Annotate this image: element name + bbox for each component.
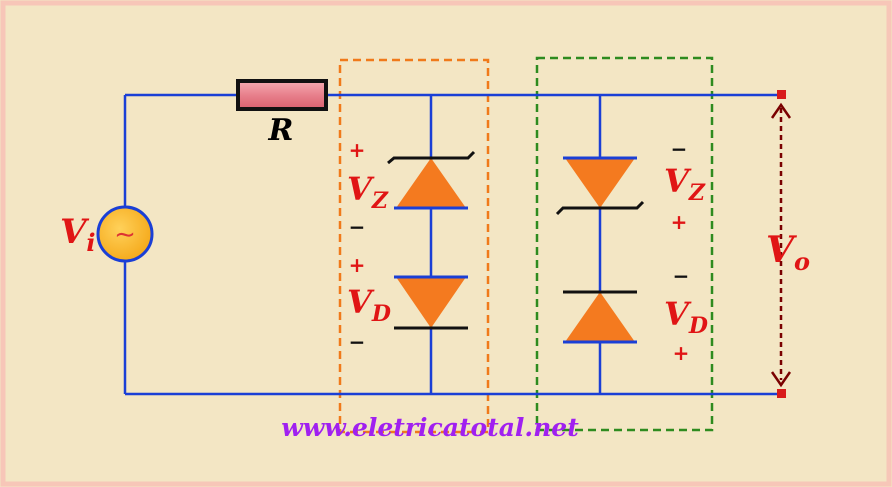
- diode-2-plus: +: [673, 341, 690, 365]
- diode-1-plus: +: [349, 253, 366, 277]
- zener-diode-1: [387, 150, 476, 210]
- zener-2-label: VZ: [664, 162, 706, 206]
- input-voltage-label: Vi: [60, 212, 96, 257]
- arrow-down-icon: [770, 371, 792, 388]
- arrow-up-icon: [770, 102, 792, 119]
- diode-1-label: VD: [347, 283, 391, 327]
- zener-1-label: VZ: [347, 170, 389, 214]
- ac-source: [96, 205, 154, 263]
- zener-2-cathode-bar: [555, 200, 645, 216]
- output-terminal-top: [777, 90, 786, 99]
- output-voltage-label: Vo: [766, 229, 810, 276]
- resistor: [236, 79, 328, 111]
- diode-2: [563, 290, 637, 344]
- diode-1-triangle: [396, 277, 466, 328]
- website-watermark: www.eletricatotal.net: [281, 413, 579, 442]
- diode-2-triangle: [565, 292, 635, 342]
- output-terminal-bottom: [777, 389, 786, 398]
- diode-2-minus: −: [673, 264, 690, 288]
- zener-1-triangle: [396, 158, 466, 208]
- resistor-label: R: [268, 113, 294, 148]
- zener-2-triangle: [565, 158, 635, 208]
- zener-1-plus: +: [349, 138, 366, 162]
- diode-1: [394, 275, 468, 330]
- zener-diode-2: [555, 156, 645, 216]
- sine-wave-icon: ∼: [114, 220, 136, 250]
- zener-2-plus: +: [671, 210, 688, 234]
- diode-2-label: VD: [664, 295, 708, 339]
- zener-2-minus: −: [671, 137, 688, 161]
- zener-1-cathode-bar: [387, 150, 476, 165]
- wires: [123, 93, 782, 396]
- zener-1-minus: −: [349, 215, 366, 239]
- diode-1-minus: −: [349, 330, 366, 354]
